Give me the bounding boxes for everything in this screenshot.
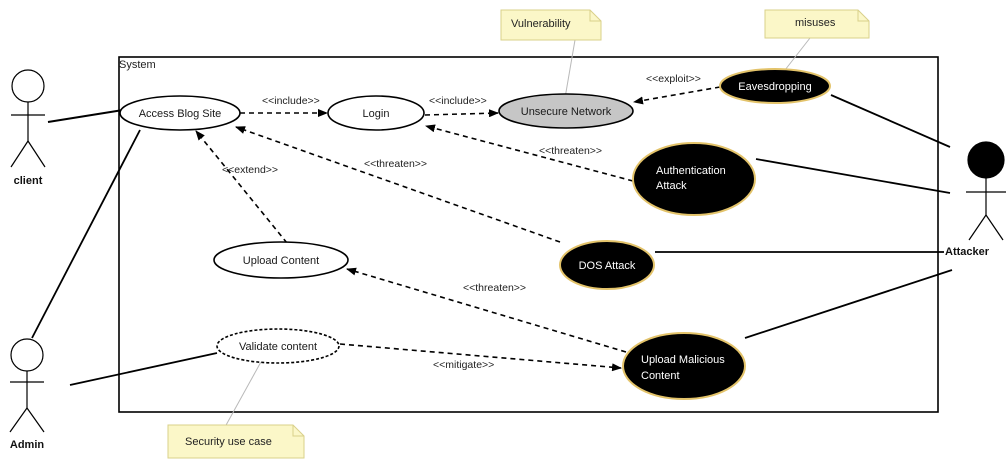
extend-upload-access — [195, 130, 288, 244]
use-case-label-line-2: Content — [641, 370, 680, 382]
stereotype-threaten-login: <<threaten>> — [539, 145, 602, 157]
note-text: Vulnerability — [511, 18, 571, 30]
stereotype-extend: <<extend>> — [222, 164, 278, 176]
note-vulnerability: Vulnerability — [500, 9, 602, 41]
assoc-client-access — [47, 109, 124, 123]
actor-attacker-label: Attacker — [945, 246, 990, 258]
note-text: misuses — [795, 17, 836, 29]
use-case-label: Login — [363, 108, 390, 120]
threaten-dos-access — [235, 126, 561, 243]
note-connector-misuses — [784, 37, 811, 71]
stereotype-threaten-access: <<threaten>> — [364, 158, 427, 170]
note-text: Security use case — [185, 436, 272, 448]
use-case-label: Unsecure Network — [521, 106, 612, 118]
assoc-admin-validate — [69, 352, 218, 386]
actor-client-label: client — [14, 175, 43, 187]
system-label: System — [119, 59, 156, 71]
use-case-label: Validate content — [239, 341, 317, 353]
use-case-upload-content[interactable]: Upload Content — [213, 241, 349, 279]
use-case-label-line-1: Upload Malicious — [641, 354, 725, 366]
misuse-case-eavesdropping[interactable]: Eavesdropping — [719, 68, 831, 104]
actor-admin-label: Admin — [10, 439, 45, 451]
stereotype-include-1: <<include>> — [262, 95, 320, 107]
note-misuses: misuses — [764, 9, 870, 39]
actor-attacker[interactable] — [966, 141, 1006, 241]
use-case-label: Eavesdropping — [738, 81, 811, 93]
stereotype-exploit: <<exploit>> — [646, 73, 701, 85]
assoc-attacker-eavesdropping — [830, 94, 951, 148]
use-case-access-blog-site[interactable]: Access Blog Site — [119, 95, 241, 131]
use-case-validate-content[interactable]: Validate content — [216, 328, 340, 364]
assoc-admin-access — [31, 129, 141, 339]
stereotype-include-2: <<include>> — [429, 95, 487, 107]
use-case-label: Access Blog Site — [139, 108, 222, 120]
use-case-label-line-2: Attack — [656, 180, 687, 192]
note-connector-security — [224, 359, 263, 428]
actor-admin[interactable] — [9, 338, 45, 433]
misuse-case-upload-malicious-content[interactable]: Upload Malicious Content — [622, 332, 746, 400]
use-case-label: DOS Attack — [579, 260, 636, 272]
include-login-network — [424, 109, 499, 118]
stereotype-mitigate: <<mitigate>> — [433, 359, 494, 371]
actor-client[interactable] — [10, 69, 46, 168]
note-connector-vulnerability — [564, 39, 576, 99]
mitigate-validate-malicious — [339, 343, 622, 372]
use-case-label: Upload Content — [243, 255, 319, 267]
misuse-case-authentication-attack[interactable]: Authentication Attack — [632, 142, 756, 216]
threaten-malicious-upload — [346, 267, 627, 353]
stereotype-threaten-upload: <<threaten>> — [463, 282, 526, 294]
misuse-case-dos-attack[interactable]: DOS Attack — [559, 240, 655, 290]
assoc-attacker-malicious — [744, 269, 953, 339]
use-case-label-line-1: Authentication — [656, 165, 726, 177]
assoc-attacker-auth — [755, 158, 951, 194]
use-case-login[interactable]: Login — [327, 95, 425, 131]
note-security-use-case: Security use case — [167, 424, 305, 459]
system-boundary — [118, 56, 939, 413]
use-case-unsecure-network[interactable]: Unsecure Network — [498, 93, 634, 129]
exploit-eaves-network — [633, 86, 721, 105]
